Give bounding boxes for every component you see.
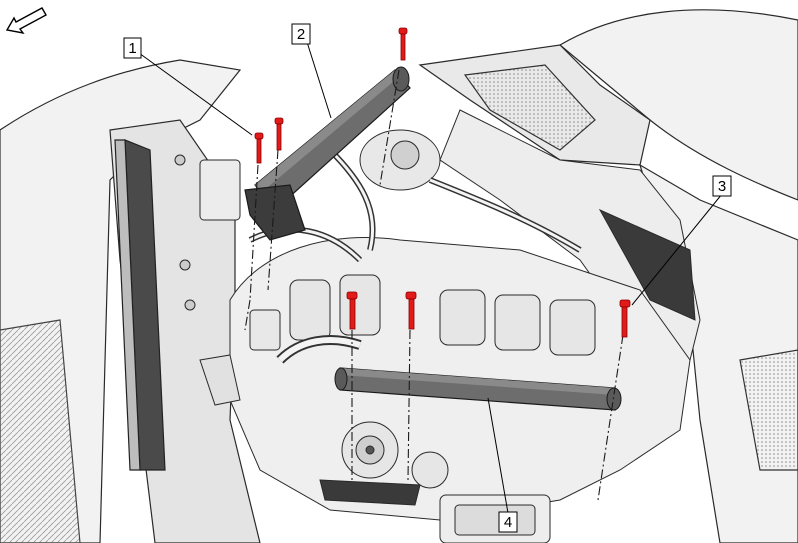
- bolt-1a: [254, 132, 264, 164]
- hollow-arrow-icon: [5, 7, 47, 35]
- bolt-2: [398, 27, 408, 61]
- hood-panel: [558, 9, 798, 201]
- upper-brace: [244, 66, 411, 241]
- fasteners: [254, 27, 631, 338]
- front-grille: [0, 319, 81, 543]
- callout-1: 1: [123, 37, 142, 59]
- bolt-4b: [405, 291, 417, 330]
- bolt-1b: [274, 117, 284, 151]
- callout-1-label: 1: [128, 40, 136, 57]
- engine-bay: [174, 109, 701, 543]
- callout-3: 3: [712, 175, 732, 197]
- vehicle-body: [0, 9, 798, 543]
- lower-brace: [334, 367, 622, 411]
- bolt-3: [619, 299, 631, 338]
- bolt-4a: [346, 291, 358, 330]
- callout-3-label: 3: [718, 178, 726, 195]
- cowl-vent: [463, 64, 596, 151]
- alignment-lines: [244, 69, 624, 501]
- callout-leaders: [138, 41, 723, 514]
- right-side-vent: [739, 349, 798, 471]
- callout-4: 4: [498, 511, 518, 533]
- callout-2: 2: [291, 23, 311, 45]
- callout-4-label: 4: [504, 514, 512, 531]
- callout-2-label: 2: [297, 26, 305, 43]
